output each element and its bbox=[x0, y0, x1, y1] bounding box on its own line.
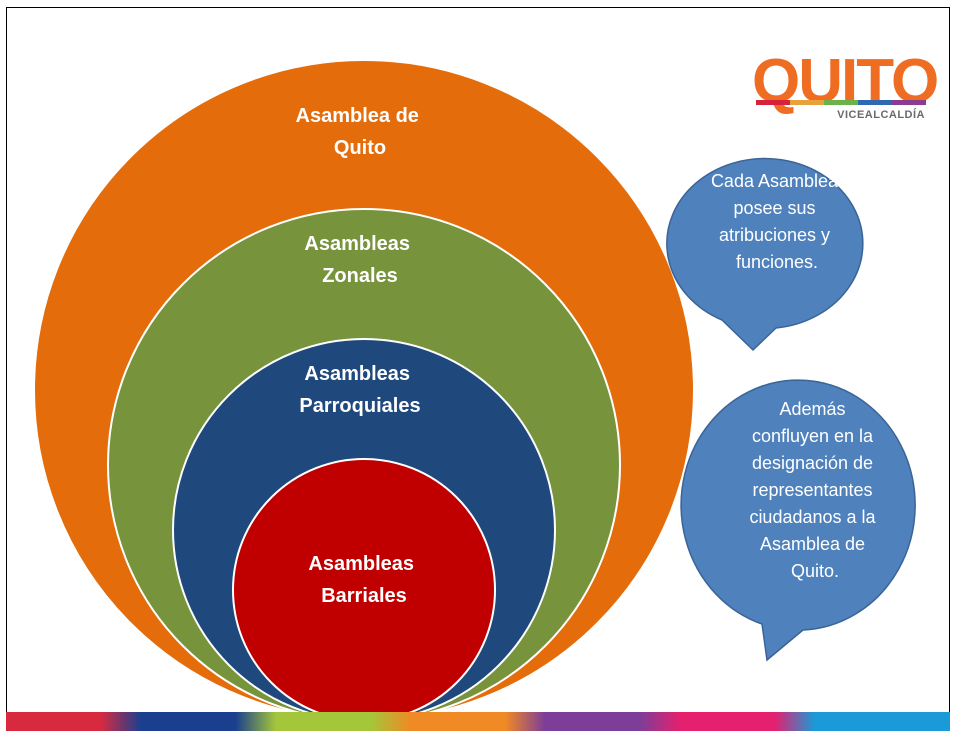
callout-1-text: Cada Asamblea posee sus atribuciones y f… bbox=[711, 171, 843, 272]
logo-stripe bbox=[824, 100, 858, 105]
logo-stripe bbox=[790, 100, 824, 105]
logo-word: QUITO bbox=[752, 47, 937, 116]
logo-stripe bbox=[858, 100, 892, 105]
color-bar-segment bbox=[680, 712, 816, 731]
logo-subtitle: VICEALCALDÍA bbox=[837, 108, 925, 121]
color-bar-segment bbox=[275, 712, 411, 731]
label-asambleas-barriales: Asambleas Barriales bbox=[308, 553, 419, 607]
callout-2-text: Además confluyen en la designación de re… bbox=[749, 399, 880, 581]
callout-bubble-2 bbox=[680, 379, 916, 662]
color-bar-segment bbox=[410, 712, 546, 731]
label-asambleas-parroquiales: Asambleas Parroquiales bbox=[299, 363, 420, 417]
logo-stripe bbox=[892, 100, 926, 105]
color-bar-segment bbox=[545, 712, 681, 731]
callout-bubble-1 bbox=[666, 157, 864, 352]
color-bar-segment bbox=[6, 712, 141, 731]
color-bar-segment bbox=[815, 712, 951, 731]
logo-stripe bbox=[756, 100, 790, 105]
label-asamblea-quito: Asamblea de Quito bbox=[296, 105, 425, 159]
color-bar-segment bbox=[140, 712, 276, 731]
bottom-color-bar bbox=[6, 712, 951, 731]
label-asambleas-zonales: Asambleas Zonales bbox=[304, 233, 415, 287]
quito-logo: QUITO VICEALCALDÍA bbox=[752, 47, 939, 121]
